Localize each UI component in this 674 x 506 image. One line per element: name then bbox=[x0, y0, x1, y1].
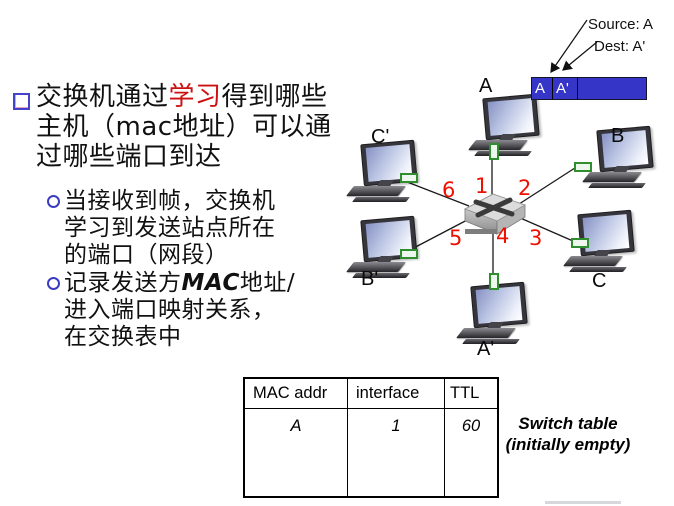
port-label-6: 6 bbox=[442, 178, 456, 202]
keyboard-icon bbox=[346, 186, 406, 196]
bullet1-mac: mac bbox=[115, 112, 173, 142]
host-A bbox=[468, 93, 542, 160]
host-A-prime bbox=[456, 273, 530, 348]
dest-annotation: Dest: A' bbox=[594, 38, 646, 55]
square-bullet-icon bbox=[13, 93, 30, 110]
nic-icon bbox=[571, 238, 589, 248]
host-B bbox=[574, 125, 656, 192]
table-cell-ttl: 60 bbox=[461, 417, 481, 435]
host-B-prime bbox=[346, 215, 420, 282]
sub1-line1: 当接收到帧，交换机 bbox=[64, 188, 276, 214]
dest-arrow bbox=[562, 41, 598, 71]
sub2-line1: 记录发送方MAC地址/ bbox=[64, 270, 334, 297]
table-header-ttl: TTL bbox=[445, 379, 497, 409]
main-bullet-text: 交换机通过学习得到哪些 主机（mac地址）可以通 过哪些端口到达 bbox=[36, 82, 348, 172]
bullet1-l2c: 地址）可以通 bbox=[172, 112, 332, 142]
switch-table: MAC addr interface TTL A 1 60 bbox=[243, 377, 499, 498]
bullet1-line2: 主机（mac地址）可以通 bbox=[36, 112, 348, 142]
ethernet-frame: A A' bbox=[531, 77, 647, 100]
switch-icon bbox=[463, 193, 527, 235]
bullet1-l1c: 得到哪些 bbox=[221, 82, 328, 112]
bullet1-l1a: 交换机通过 bbox=[36, 82, 169, 112]
host-label-A-prime: A' bbox=[477, 338, 495, 360]
host-label-A: A bbox=[479, 75, 493, 97]
sub2-mac-bold: MAC bbox=[181, 270, 240, 296]
host-label-B: B bbox=[611, 125, 625, 147]
link-port6-Cprime bbox=[401, 179, 470, 207]
sub2-line2: 进入端口映射关系， bbox=[64, 297, 276, 323]
link-port3-C bbox=[517, 216, 574, 242]
frame-arrows bbox=[550, 19, 598, 73]
host-label-B-prime: B' bbox=[361, 268, 379, 290]
host-C bbox=[563, 209, 637, 276]
sub-bullet-2: 记录发送方MAC地址/ 进入端口映射关系， 在交换表中 bbox=[64, 270, 334, 351]
table-header-interface: interface bbox=[348, 379, 445, 409]
circle-bullet-icon bbox=[47, 195, 60, 208]
table-cell-mac: A bbox=[245, 409, 348, 443]
table-cell-interface: 1 bbox=[348, 409, 445, 443]
nic-icon bbox=[574, 162, 592, 172]
keyboard-icon bbox=[563, 256, 623, 266]
frame-payload-cell bbox=[578, 78, 646, 99]
port-label-3: 3 bbox=[529, 226, 543, 250]
bullet1-l2a: 主机（ bbox=[36, 112, 116, 142]
nic-icon bbox=[400, 249, 418, 259]
switch-links bbox=[401, 158, 579, 274]
nic-icon bbox=[489, 273, 499, 290]
table-header-mac-addr: MAC addr bbox=[245, 379, 348, 409]
nic-icon bbox=[400, 173, 418, 183]
sub1-line3: 的端口（网段） bbox=[64, 242, 229, 268]
sub2-line3: 在交换表中 bbox=[64, 324, 182, 350]
port-label-4: 4 bbox=[496, 224, 510, 248]
source-arrow bbox=[550, 19, 588, 73]
bullet1-learn-red: 学习 bbox=[168, 82, 222, 112]
sub2-l1a: 记录发送方 bbox=[64, 270, 182, 296]
link-port2-B bbox=[515, 165, 579, 207]
port-label-5: 5 bbox=[449, 226, 463, 250]
sub2-l1c: 地址/ bbox=[239, 270, 296, 296]
port-label-2: 2 bbox=[518, 176, 532, 200]
frame-source-cell: A bbox=[532, 78, 553, 99]
switch-table-caption: Switch table (initially empty) bbox=[503, 413, 633, 455]
port-label-1: 1 bbox=[475, 174, 489, 198]
host-label-C-prime: C' bbox=[371, 126, 390, 148]
keyboard-icon bbox=[456, 328, 516, 338]
nic-icon bbox=[489, 143, 499, 160]
keyboard-icon bbox=[582, 172, 642, 182]
bullet1-line3: 过哪些端口到达 bbox=[36, 142, 222, 172]
frame-dest-cell: A' bbox=[553, 78, 578, 99]
host-C-prime bbox=[346, 139, 420, 206]
caption-line2: (initially empty) bbox=[505, 435, 631, 454]
source-annotation: Source: A bbox=[588, 16, 654, 33]
sub1-line2: 学习到发送站点所在 bbox=[64, 215, 276, 241]
sub-bullet-1: 当接收到帧，交换机 学习到发送站点所在 的端口（网段） bbox=[64, 188, 334, 269]
caption-line1: Switch table bbox=[518, 414, 618, 433]
circle-bullet-icon bbox=[47, 277, 60, 290]
host-label-C: C bbox=[592, 270, 607, 292]
cut-off-text-artifact bbox=[545, 501, 621, 504]
bullet1-line1: 交换机通过学习得到哪些 bbox=[36, 82, 348, 112]
